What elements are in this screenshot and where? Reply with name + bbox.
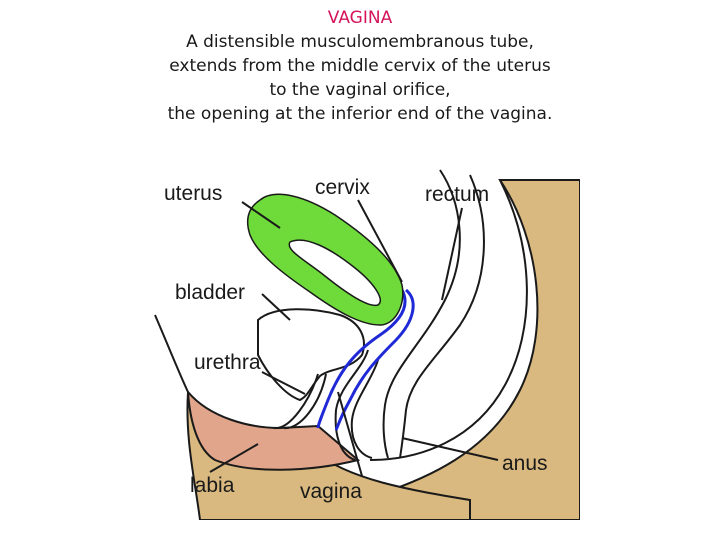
slide-title: VAGINA — [327, 8, 393, 28]
pelvic-anatomy-diagram: uterus cervix rectum bladder urethra lab… — [154, 169, 580, 520]
labia-pointer — [209, 443, 259, 473]
bladder-label: bladder — [175, 281, 245, 304]
rectum-outline-back — [399, 174, 485, 459]
urethra-back-wall — [283, 373, 327, 430]
front-body-outline — [154, 314, 189, 393]
anus-pointer — [401, 437, 499, 461]
anus-label: anus — [502, 452, 548, 475]
posterior-tissue-inner-edge — [369, 179, 528, 461]
labia-label: labia — [190, 474, 235, 497]
vaginal-canal-back — [350, 359, 379, 459]
uterus-pointer — [241, 201, 281, 229]
description-line-4: the opening at the inferior end of the v… — [167, 104, 553, 124]
urethra-front-wall — [273, 373, 319, 430]
rectum-pointer — [441, 207, 463, 301]
vagina-wall-back — [334, 288, 415, 431]
description-line-1: A distensible musculomembranous tube, — [186, 32, 534, 52]
vaginal-canal-front — [334, 349, 369, 461]
description-line-2: extends from the middle cervix of the ut… — [169, 56, 551, 76]
uterine-cavity — [288, 239, 381, 307]
uterus-label: uterus — [164, 182, 222, 205]
urethra-label: urethra — [194, 351, 261, 374]
description-line-3: to the vaginal orifice, — [269, 80, 451, 100]
urethra-pointer — [261, 371, 306, 395]
vagina-pointer — [337, 391, 363, 477]
labia-shape — [186, 389, 361, 471]
pelvic-anatomy-figure: uterus cervix rectum bladder urethra lab… — [140, 160, 580, 520]
rectum-label: rectum — [425, 183, 489, 206]
bladder-pointer — [261, 293, 291, 321]
bladder-outline — [257, 308, 365, 402]
vagina-wall-front — [316, 289, 407, 429]
vagina-label: vagina — [300, 480, 362, 503]
slide-header: VAGINA A distensible musculomembranous t… — [0, 6, 720, 126]
cervix-label: cervix — [315, 176, 370, 199]
cervix-pointer — [357, 199, 403, 283]
